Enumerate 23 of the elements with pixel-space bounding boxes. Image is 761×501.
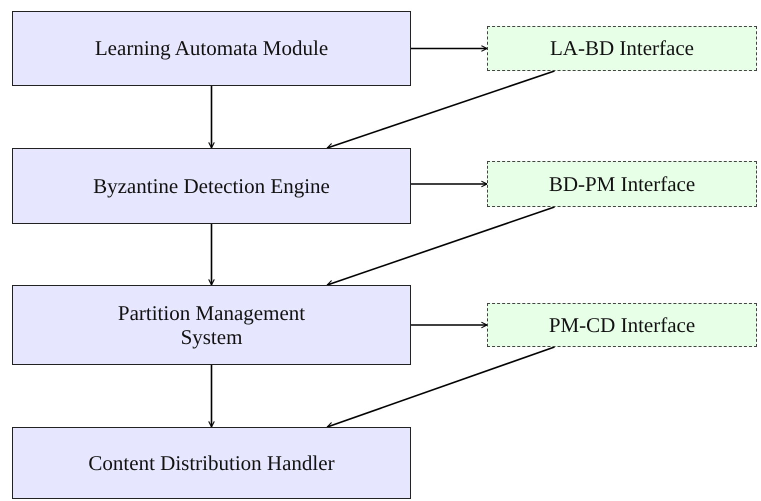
process-box [12, 285, 411, 365]
interface-box [487, 303, 757, 347]
process-box [12, 11, 411, 86]
box-label: Byzantine Detection Engine [92, 174, 331, 198]
arrow [411, 180, 488, 188]
box-label: Partition Management System [116, 300, 306, 350]
arrow [208, 224, 215, 286]
arrow [326, 206, 555, 286]
process-box [12, 427, 411, 499]
arrow [326, 346, 555, 428]
arrow [208, 86, 215, 149]
box-label: LA-BD Interface [548, 36, 695, 61]
box-label: Learning Automata Module [94, 36, 330, 61]
box-label: PM-CD Interface [548, 312, 696, 338]
arrow [411, 322, 488, 328]
box-label: BD-PM Interface [548, 172, 696, 196]
process-box [12, 148, 411, 224]
interface-box [487, 161, 757, 207]
arrow [208, 365, 215, 428]
interface-box [487, 26, 757, 71]
arrow [326, 70, 555, 150]
arrow [411, 45, 488, 52]
box-label: Content Distribution Handler [87, 450, 336, 476]
